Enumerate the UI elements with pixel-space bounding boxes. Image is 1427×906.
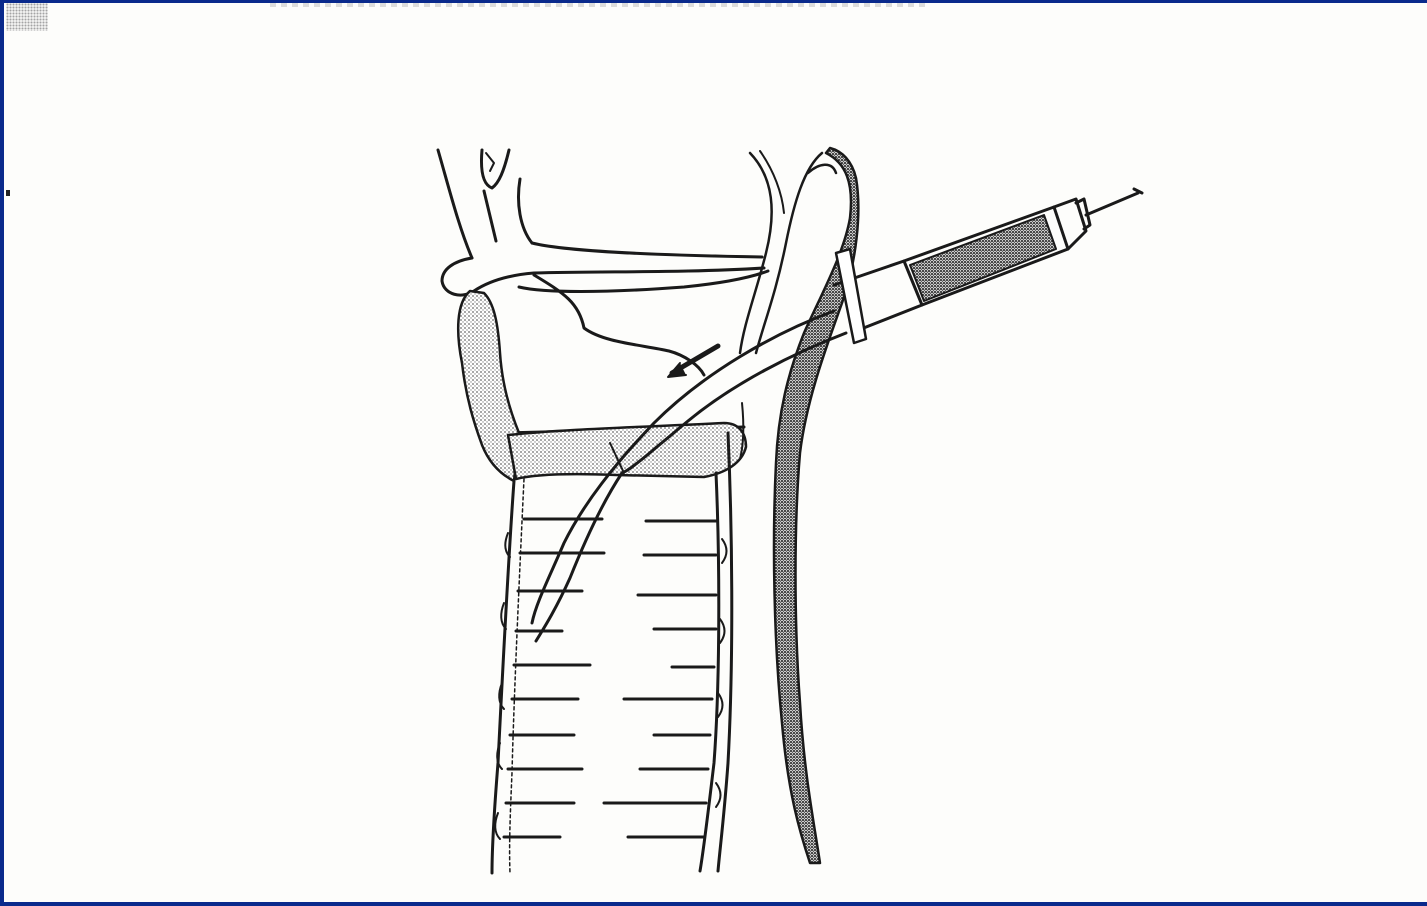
syringe-device — [834, 189, 1142, 343]
trachea-ring-knobs — [495, 533, 726, 839]
cricoid-cartilage-left — [458, 291, 519, 481]
tracheal-rings-right — [604, 521, 716, 837]
larynx-trachea-illustration — [4, 3, 1427, 902]
hyoid-bone — [438, 150, 764, 295]
direction-arrow-icon — [668, 346, 718, 377]
pharyngeal-lines — [740, 151, 784, 459]
syringe-barrel-shaded — [910, 215, 1056, 301]
thyroid-cartilage — [502, 271, 768, 433]
trachea — [492, 433, 732, 873]
